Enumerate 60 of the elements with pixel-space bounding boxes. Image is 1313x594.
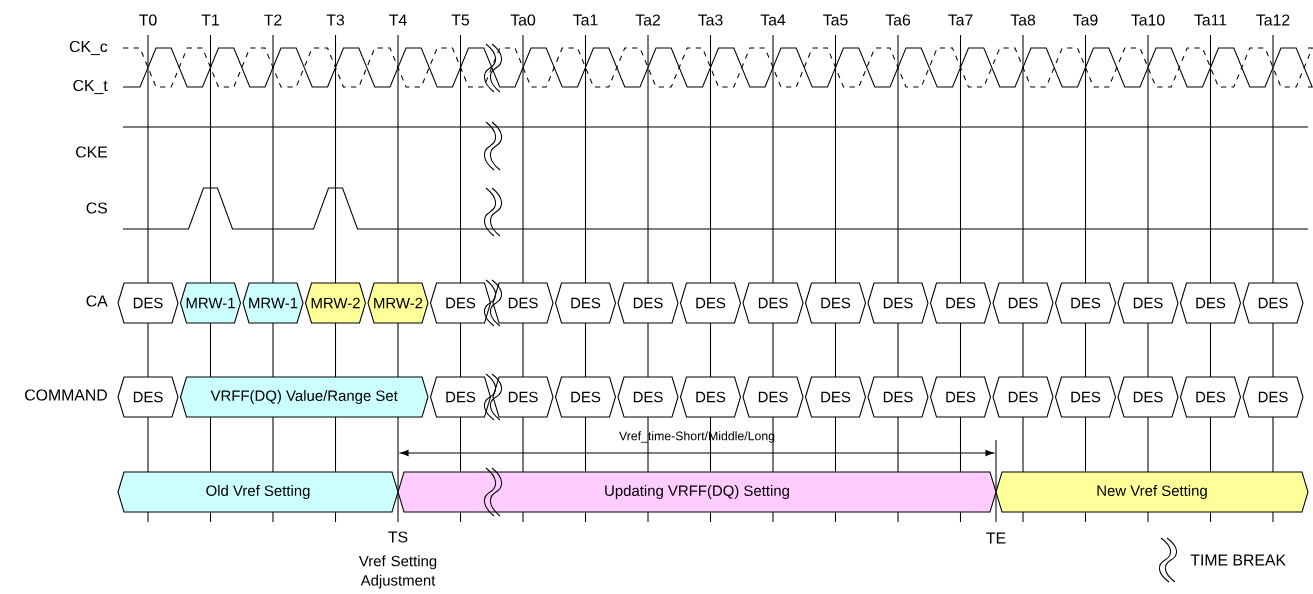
- signal-state-cell: DES: [1054, 376, 1117, 418]
- node-label: DES: [1258, 297, 1288, 309]
- signal-state-cell: DES: [742, 376, 804, 418]
- timing-label: T1: [201, 14, 219, 26]
- signal-state-cell: DES: [492, 282, 554, 324]
- timing-label: Ta12: [1256, 14, 1290, 26]
- signal-state-cell: DES: [617, 376, 679, 418]
- node-label: DES: [1258, 391, 1288, 403]
- signal-state-cell: DES: [679, 282, 742, 324]
- signal-state-cell: New Vref Setting: [995, 471, 1309, 513]
- timing-label: Ta4: [760, 14, 786, 26]
- signal-state-cell: DES: [679, 376, 742, 418]
- annotation-text: TS: [388, 531, 408, 543]
- timing-label: Ta7: [948, 14, 973, 26]
- timing-label: Ta10: [1131, 14, 1165, 26]
- signal-name: CK_t: [73, 79, 108, 95]
- signal-name: CK_c: [69, 40, 108, 56]
- signal-state-cell: DES: [617, 282, 679, 324]
- signal-state-cell: DES: [1054, 282, 1117, 324]
- signal-state-cell: DES: [867, 282, 929, 324]
- timing-label: T0: [139, 14, 157, 26]
- signal-state-cell: DES: [742, 282, 804, 324]
- signal-state-cell: DES: [117, 282, 179, 324]
- signal-state-cell: DES: [867, 376, 929, 418]
- timing-label: Ta0: [510, 14, 536, 26]
- timing-label: Ta5: [823, 14, 848, 26]
- timing-label: T4: [389, 14, 407, 26]
- signal-state-cell: DES: [1179, 282, 1242, 324]
- signal-state-cell: DES: [804, 282, 867, 324]
- signal-state-cell: DES: [1242, 282, 1304, 324]
- timing-label: Ta6: [885, 14, 911, 26]
- timing-label: Ta11: [1194, 14, 1227, 26]
- timing-label: T3: [326, 14, 345, 26]
- timing-label: T5: [451, 14, 470, 26]
- signal-state-cell: DES: [1117, 376, 1179, 418]
- signal-state-cell: Old Vref Setting: [117, 471, 399, 513]
- signal-state-cell: DES: [1117, 282, 1179, 324]
- annotation-text: Vref Setting Adjustment: [358, 555, 437, 589]
- signal-name: CS: [86, 202, 107, 214]
- signal-state-cell: DES: [429, 376, 492, 418]
- signal-state-cell: DES: [492, 376, 554, 418]
- annotation-text: TE: [986, 532, 1006, 544]
- signal-state-cell: DES: [117, 376, 179, 418]
- annotation-text: TIME BREAK: [1190, 554, 1286, 566]
- timing-label: Ta8: [1010, 14, 1036, 26]
- signal-state-cell: DES: [1242, 376, 1304, 418]
- timing-label: Ta2: [635, 14, 660, 26]
- timing-label: T2: [264, 14, 282, 26]
- signal-name: CKE: [76, 146, 108, 158]
- signal-state-cell: DES: [992, 376, 1054, 418]
- signal-state-cell: MRW-1: [242, 282, 304, 324]
- timing-label: Ta9: [1073, 14, 1098, 26]
- signal-state-cell: DES: [429, 282, 492, 324]
- timing-label: Ta1: [573, 14, 598, 26]
- signal-state-cell: Updating VRFF(DQ) Setting: [397, 471, 997, 513]
- signal-state-cell: DES: [804, 376, 867, 418]
- signal-state-cell: DES: [992, 282, 1054, 324]
- signal-state-cell: DES: [1179, 376, 1242, 418]
- signal-state-cell: MRW-2: [367, 282, 429, 324]
- timing-label: Ta3: [698, 14, 723, 26]
